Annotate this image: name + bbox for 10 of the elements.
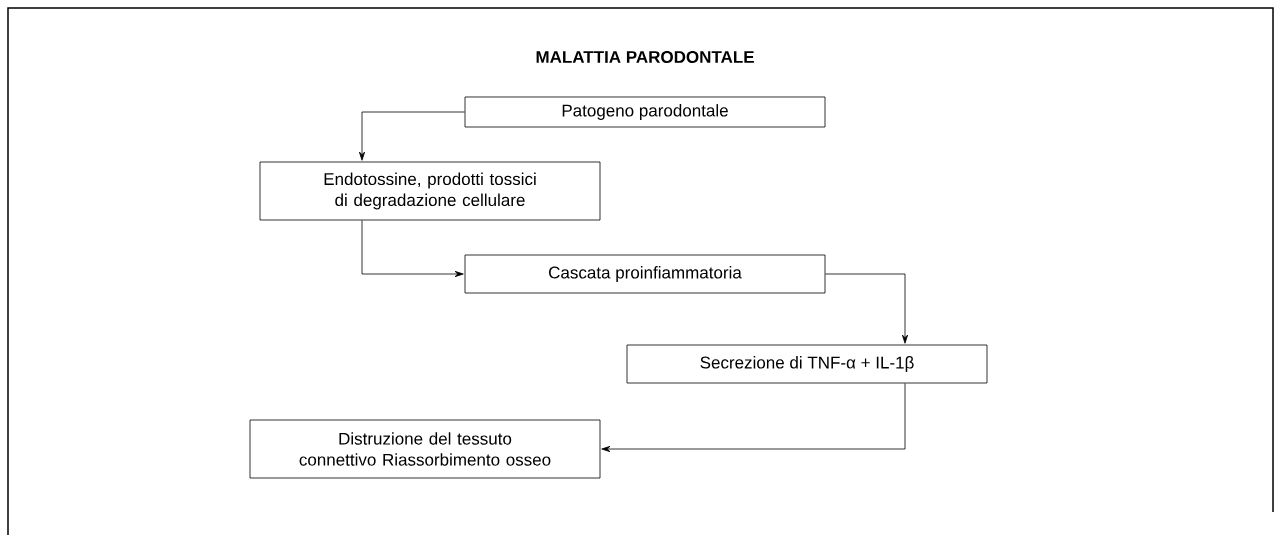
arrow [825,273,909,344]
arrow [361,220,464,278]
process-box: Cascata proinfiammatoria [464,254,826,294]
title: MALATTIA PARODONTALE [536,51,754,63]
arrow [359,111,465,161]
process-box: Distruzione del tessuto connettivo Riassorbimento osseo [249,419,601,479]
process-box: Patogeno parodontale [464,96,826,128]
arrow [601,383,906,453]
process-box: Endotossine, prodotti tossici di degradazione cellulare [259,161,601,221]
process-box: Secrezione di TNF-α + IL-1β [626,344,988,384]
